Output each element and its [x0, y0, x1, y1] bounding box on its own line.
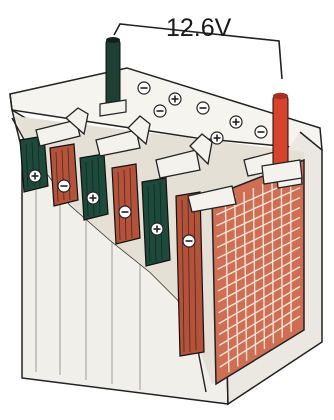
voltage-bracket: 12.6V — [114, 14, 282, 79]
voltage-label: 12.6V — [166, 14, 232, 42]
